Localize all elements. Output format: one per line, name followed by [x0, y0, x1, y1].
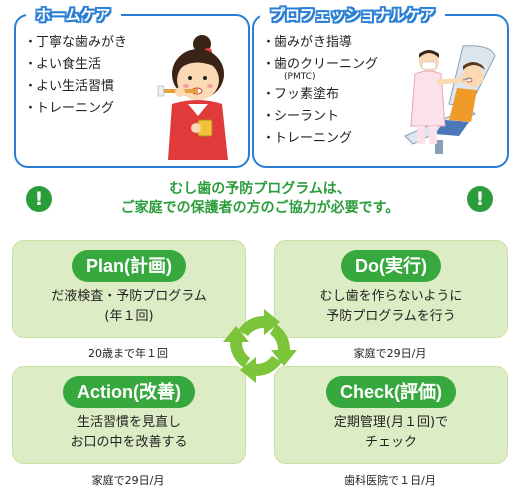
- right-exclamation-icon: !: [467, 186, 493, 212]
- girl-brushing-illustration: [157, 35, 228, 160]
- banner-line-1: むし歯の予防プログラムは、: [169, 181, 351, 197]
- banner-line-2: ご家庭での保護者の方のご協力が必要です。: [120, 200, 400, 216]
- home-care-title: ホームケア: [26, 4, 121, 26]
- list-item: ・トレーニング: [262, 131, 353, 146]
- list-item-note: (PMTC): [284, 72, 316, 82]
- check-description: 定期管理(月１回)で チェック: [333, 415, 449, 450]
- list-item: ・よい食生活: [24, 57, 102, 72]
- list-item: ・歯みがき指導: [262, 35, 353, 50]
- dentist-child-illustration: [404, 45, 496, 154]
- list-item: ・トレーニング: [24, 101, 115, 116]
- list-item: ・よい生活習慣: [24, 79, 115, 94]
- left-exclamation-icon: !: [26, 186, 52, 212]
- list-item: ・歯のクリーニング: [262, 57, 379, 72]
- plan-title: Plan(計画): [71, 250, 187, 282]
- action-box: Action(改善) 生活習慣を見直し お口の中を改善する: [12, 366, 246, 464]
- cycle-arrows-icon: [223, 309, 297, 383]
- check-box: Check(評価) 定期管理(月１回)で チェック: [274, 366, 508, 464]
- do-description: むし歯を作らないように 予防プログラムを行う: [319, 289, 463, 324]
- action-title: Action(改善): [63, 376, 195, 408]
- professional-care-title: プロフェッショナルケア: [260, 4, 446, 26]
- do-frequency: 家庭で29日/月: [353, 347, 427, 360]
- prevention-banner: むし歯の予防プログラムは、 ご家庭での保護者の方のご協力が必要です。: [70, 180, 450, 218]
- check-frequency: 歯科医院で１日/月: [344, 474, 436, 487]
- do-box: Do(実行) むし歯を作らないように 予防プログラムを行う: [274, 240, 508, 338]
- list-item: ・フッ素塗布: [262, 87, 340, 102]
- plan-description: だ液検査・予防プログラム (年１回): [51, 289, 207, 324]
- check-title: Check(評価): [325, 376, 457, 408]
- do-title: Do(実行): [341, 250, 441, 282]
- list-item: ・シーラント: [262, 109, 340, 124]
- action-frequency: 家庭で29日/月: [91, 474, 165, 487]
- plan-box: Plan(計画) だ液検査・予防プログラム (年１回): [12, 240, 246, 338]
- list-item: ・丁寧な歯みがき: [24, 35, 128, 50]
- professional-care-list: ・歯みがき指導 ・歯のクリーニング (PMTC) ・フッ素塗布 ・シーラント ・…: [262, 32, 378, 150]
- home-care-list: ・丁寧な歯みがき ・よい食生活 ・よい生活習慣 ・トレーニング: [24, 32, 127, 120]
- plan-frequency: 20歳まで年１回: [88, 347, 168, 360]
- action-description: 生活習慣を見直し お口の中を改善する: [70, 415, 188, 450]
